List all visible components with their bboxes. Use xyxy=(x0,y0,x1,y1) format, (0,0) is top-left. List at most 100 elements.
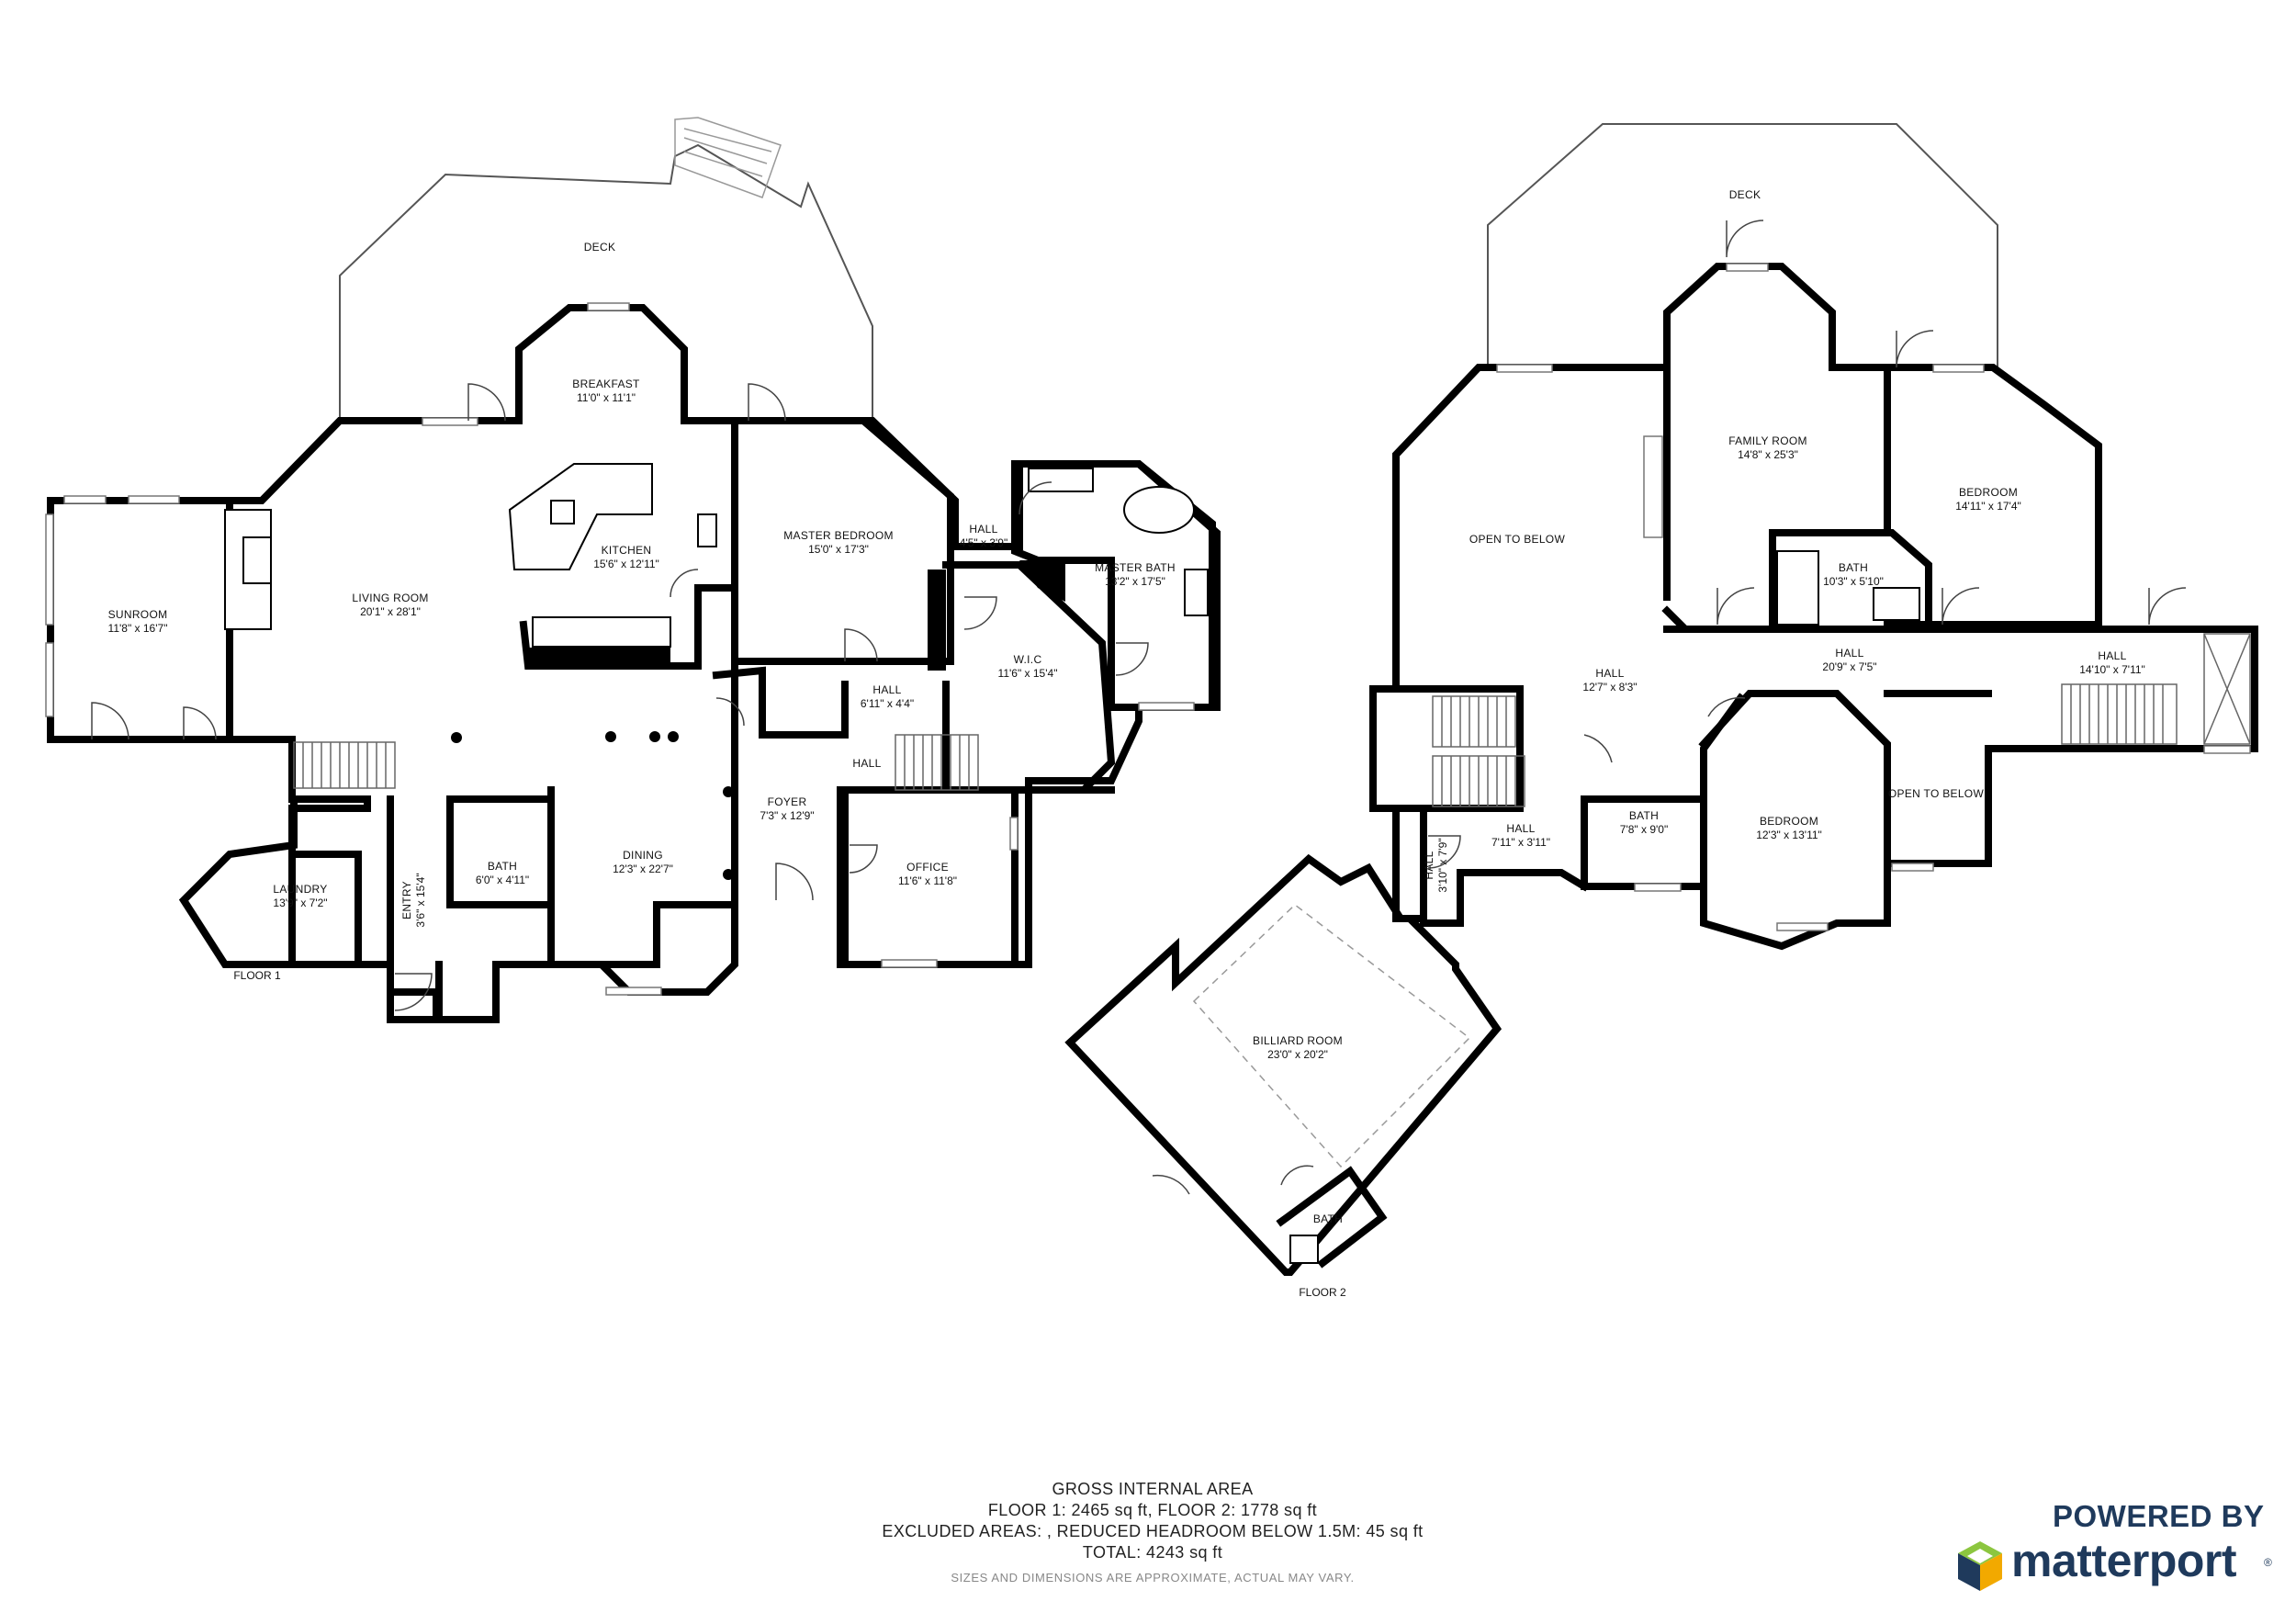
room-dim-billiard: 23'0" x 20'2" xyxy=(1267,1048,1328,1061)
room-dim-breakfast: 11'0" x 11'1" xyxy=(577,391,636,404)
laundry-wall xyxy=(178,795,362,968)
room-name-office: OFFICE xyxy=(906,861,949,874)
master-bath-wall xyxy=(1011,460,1216,711)
kitchen-counter-mass xyxy=(523,648,670,666)
room-dim-hall8: 3'10" x 7'9" xyxy=(1436,838,1449,892)
room-name-breakfast: BREAKFAST xyxy=(572,378,640,390)
room-name-entry: ENTRY xyxy=(400,881,413,919)
matterport-wordmark: matterport xyxy=(2011,1535,2237,1586)
room-dim-hall7: 7'11" x 3'11" xyxy=(1491,836,1550,849)
entry-wall xyxy=(387,795,443,1023)
floor-2-label: FLOOR 2 xyxy=(1299,1286,1346,1299)
room-dim-hall5: 14'10" x 7'11" xyxy=(2079,663,2145,676)
wall-mass-2 xyxy=(1019,560,1065,602)
area-title: GROSS INTERNAL AREA xyxy=(1052,1480,1254,1498)
registered-mark: ® xyxy=(2264,1556,2272,1569)
room-name-bath4: BATH xyxy=(1313,1212,1343,1225)
bedroom-2-wall xyxy=(1698,690,1891,927)
area-total: TOTAL: 4243 sq ft xyxy=(1082,1543,1223,1562)
room-dim-foyer: 7'3" x 12'9" xyxy=(760,809,814,822)
stair-floor-1 xyxy=(293,734,979,791)
room-name-bath1: BATH xyxy=(488,860,517,873)
billiard-bath-wall xyxy=(1276,1166,1388,1269)
bath-2-vanity xyxy=(1873,587,1920,621)
room-dim-bath2: 10'3" x 5'10" xyxy=(1823,575,1884,588)
room-name-billiard: BILLIARD ROOM xyxy=(1253,1034,1343,1047)
room-dim-hall6: 12'7" x 8'3" xyxy=(1582,681,1637,694)
living-room-wall xyxy=(226,304,1221,968)
hall-2nd-wall xyxy=(1663,626,2258,867)
room-name-living: LIVING ROOM xyxy=(352,592,428,604)
floor-1-windows xyxy=(45,302,1195,996)
wall-mass xyxy=(928,570,946,671)
fireplace-hearth xyxy=(242,536,272,584)
master-vanity xyxy=(1184,569,1209,616)
range xyxy=(697,513,717,547)
area-excluded: EXCLUDED AREAS: , REDUCED HEADROOM BELOW… xyxy=(882,1522,1424,1540)
billiard-room-wall xyxy=(1064,853,1503,1276)
floor-1-labels: DECK BREAKFAST 11'0" x 11'1" KITCHEN 15'… xyxy=(108,241,1176,982)
room-name-hall4: HALL xyxy=(1835,647,1863,660)
room-dim-wic: 11'6" x 15'4" xyxy=(998,667,1058,680)
room-name-hall7: HALL xyxy=(1506,822,1535,835)
room-dim-living: 20'1" x 28'1" xyxy=(360,605,421,618)
room-dim-bath1: 6'0" x 4'11" xyxy=(476,874,529,886)
room-name-bath3: BATH xyxy=(1629,809,1659,822)
matterport-branding: POWERED BY matterport ® xyxy=(1956,1499,2272,1600)
room-dim-bedroom1: 14'11" x 17'4" xyxy=(1955,500,2021,513)
deck-stair xyxy=(674,117,782,198)
room-name-hall6: HALL xyxy=(1595,667,1624,680)
floor-2-plan xyxy=(1064,123,2258,1276)
room-name-bedroom2: BEDROOM xyxy=(1760,815,1818,828)
room-dim-kitchen: 15'6" x 12'11" xyxy=(593,558,659,570)
kitchen-partition xyxy=(519,417,738,670)
wic-wall xyxy=(942,561,1116,794)
room-name-openbelow2: OPEN TO BELOW xyxy=(1888,787,1985,800)
deck-outline xyxy=(339,143,873,418)
hall-7-wall xyxy=(1420,805,1590,927)
kitchen-sink xyxy=(550,500,575,524)
room-dim-master: 15'0" x 17'3" xyxy=(808,543,869,556)
stair-floor-2 xyxy=(1432,633,2251,807)
room-dim-hall2: 6'11" x 4'4" xyxy=(861,697,914,710)
room-name-hall5: HALL xyxy=(2098,649,2126,662)
bath-2-tub xyxy=(1776,550,1819,626)
area-note: SIZES AND DIMENSIONS ARE APPROXIMATE, AC… xyxy=(951,1571,1355,1585)
room-name-masterbath: MASTER BATH xyxy=(1095,561,1176,574)
room-dim-masterbath: 13'2" x 17'5" xyxy=(1105,575,1165,588)
kitchen-counter xyxy=(532,616,671,648)
room-dim-entry: 3'6" x 15'4" xyxy=(414,873,427,927)
room-dim-family: 14'8" x 25'3" xyxy=(1738,448,1798,461)
room-name-master: MASTER BEDROOM xyxy=(783,529,894,542)
room-name-deck2: DECK xyxy=(1729,188,1761,201)
room-dim-laundry: 13'9" x 7'2" xyxy=(273,897,327,909)
room-dim-hall4: 20'9" x 7'5" xyxy=(1822,660,1876,673)
floor-2-windows xyxy=(1496,263,2251,931)
hall-2nd-wall-b xyxy=(1700,690,1992,951)
room-dim-dining: 12'3" x 22'7" xyxy=(613,863,673,875)
floor-1-plan xyxy=(45,117,1221,1023)
room-name-hall1: HALL xyxy=(969,523,997,536)
floor-1-label: FLOOR 1 xyxy=(233,969,281,982)
room-dim-bath3: 7'8" x 9'0" xyxy=(1620,823,1668,836)
room-name-bath2: BATH xyxy=(1839,561,1868,574)
master-vanity-2 xyxy=(1028,468,1094,492)
powered-by-label: POWERED BY xyxy=(2053,1499,2265,1533)
matterport-cube-icon xyxy=(1958,1541,2002,1591)
hall-8-wall xyxy=(1392,805,1427,922)
room-name-foyer: FOYER xyxy=(768,795,807,808)
room-name-wic: W.I.C xyxy=(1014,653,1042,666)
master-bedroom-wall xyxy=(731,417,954,665)
room-dim-sunroom: 11'8" x 16'7" xyxy=(108,622,168,635)
room-name-bedroom1: BEDROOM xyxy=(1959,486,2018,499)
floor-2-doors xyxy=(1152,220,2187,1195)
room-name-hall2: HALL xyxy=(872,683,901,696)
room-name-hall8: HALL xyxy=(1423,851,1435,879)
bath-3-wall xyxy=(1581,795,1707,890)
room-dim-hall1: 4'5" x 3'9" xyxy=(960,536,1007,549)
floor-1-doors xyxy=(91,383,1149,1011)
bath-1-wall xyxy=(446,795,555,908)
room-name-hall3: HALL xyxy=(852,757,881,770)
area-floors: FLOOR 1: 2465 sq ft, FLOOR 2: 1778 sq ft xyxy=(987,1501,1318,1519)
